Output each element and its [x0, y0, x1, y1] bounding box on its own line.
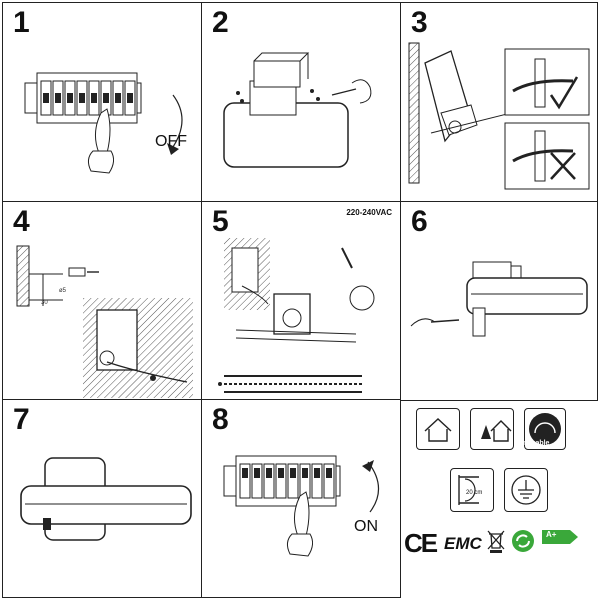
voltage-label: 220-240VAC	[346, 208, 392, 217]
step-1-panel: 1 OFF	[2, 2, 202, 202]
drilling-wall-illustration	[16, 245, 193, 398]
on-label: ON	[354, 518, 378, 535]
outdoor-tree-house-icon	[470, 408, 514, 450]
distance-label: 20 cm	[466, 490, 483, 496]
step-number: 3	[411, 6, 428, 39]
indoor-house-icon	[416, 408, 460, 450]
symbols-area: Dimmable 20 cm CE EMC A+	[400, 400, 600, 600]
off-label: OFF	[155, 133, 187, 150]
distance-20cm-icon	[450, 468, 494, 512]
breaker-switch-off-illustration	[24, 72, 183, 174]
ce-mark-icon: CE	[404, 528, 438, 558]
step-number: 1	[13, 6, 30, 39]
emc-mark-icon: EMC	[444, 534, 482, 553]
dimmable-icon	[524, 408, 566, 450]
wiring-connection-illustration	[218, 238, 375, 393]
dimmable-label: Dimmable	[516, 440, 550, 447]
step-3-panel: 3	[400, 2, 598, 202]
step-number: 6	[411, 205, 428, 238]
step-2-panel: 2	[201, 2, 401, 202]
step-number: 8	[212, 403, 229, 436]
mounting-plate-wall-illustration	[408, 42, 590, 190]
breaker-switch-on-illustration	[223, 455, 380, 557]
step-5-panel: 5 220-240VAC	[201, 201, 401, 401]
step-8-panel: 8 ON	[201, 399, 401, 598]
earth-ground-icon	[504, 468, 548, 512]
step-4-panel: 4 30 ø5	[2, 201, 202, 401]
step-number: 5	[212, 205, 229, 238]
step-number: 2	[212, 6, 229, 39]
energy-class-icon	[542, 530, 578, 544]
step-7-panel: 7	[2, 399, 202, 598]
step-number: 7	[13, 403, 30, 436]
fixture-attach-illustration	[410, 261, 588, 337]
weee-bin-icon	[487, 530, 505, 553]
dimension-a-label: 30	[41, 300, 48, 306]
driver-box-connection-illustration	[223, 52, 372, 168]
recycle-icon	[512, 530, 534, 552]
step-number: 4	[13, 205, 30, 238]
dimension-b-label: ø5	[59, 288, 67, 294]
mounted-fixture-illustration	[20, 457, 192, 541]
energy-class-label: A+	[546, 530, 557, 539]
step-6-panel: 6	[400, 201, 598, 401]
